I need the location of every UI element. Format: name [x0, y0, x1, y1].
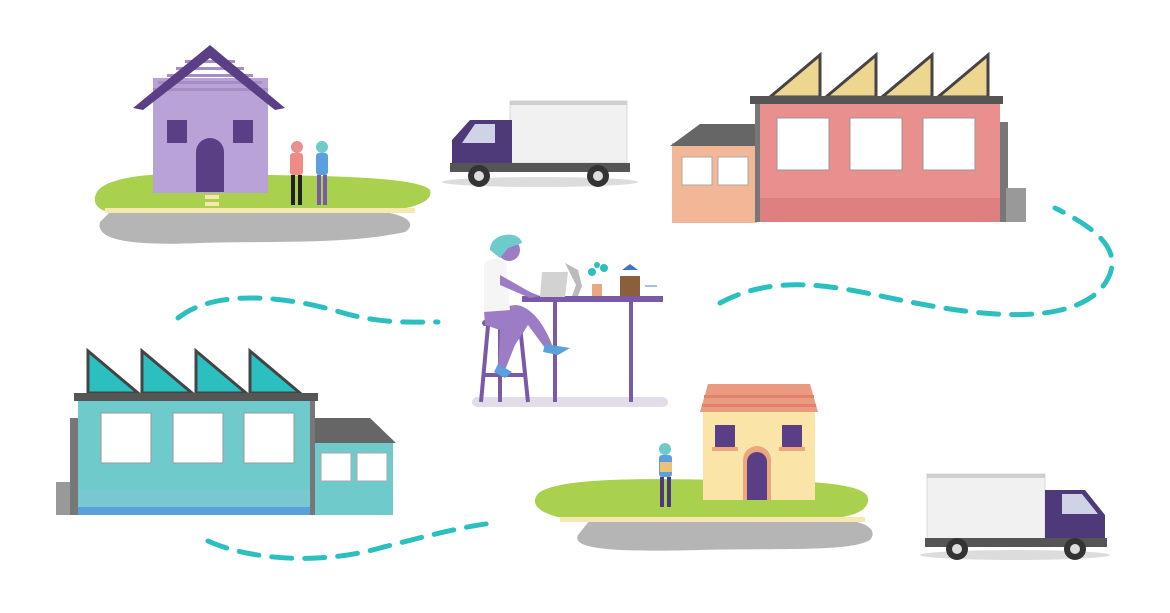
- coffee-press-icon: [620, 276, 640, 296]
- teal-factory: [56, 347, 396, 515]
- route-bottom: [205, 520, 498, 561]
- plant-pot-icon: [592, 284, 602, 296]
- couple-figures: [290, 141, 328, 205]
- yellow-house-scene: [534, 384, 873, 551]
- dashed-route-paths: [175, 205, 1115, 561]
- person-holding-box: [659, 443, 672, 507]
- window-icon: [167, 120, 187, 143]
- pink-factory: [670, 51, 1026, 223]
- purple-house-scene: [94, 45, 431, 244]
- laptop-icon: [540, 272, 568, 297]
- route-left: [175, 295, 441, 325]
- person-working-at-desk: [472, 234, 668, 407]
- delivery-truck-bottom: [920, 473, 1110, 560]
- window-icon: [233, 120, 253, 143]
- delivery-truck-top: [442, 100, 638, 187]
- door-icon: [196, 138, 224, 192]
- route-right: [717, 205, 1115, 318]
- lamp-icon: [565, 263, 582, 296]
